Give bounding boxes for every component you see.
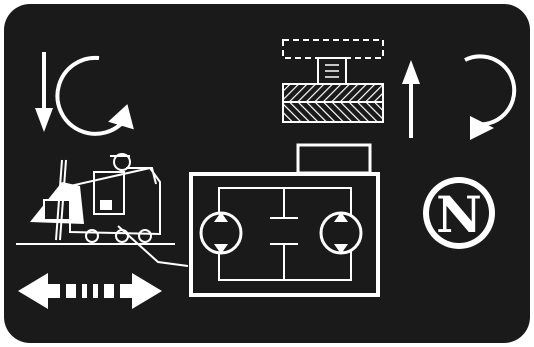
clockwise-rotation-icon: [464, 54, 517, 140]
up-arrow-icon: [402, 60, 420, 138]
neutral-badge-icon: N: [423, 177, 495, 249]
hydraulic-motor-icon: [199, 211, 243, 255]
forward-rotation-symbol: [402, 54, 517, 140]
neutral-badge-letter: N: [436, 185, 482, 244]
circuit-housing: [189, 172, 380, 297]
blade-mount-icon: [282, 39, 384, 175]
hydraulic-pump-icon: [319, 211, 363, 255]
counterclockwise-rotation-icon: [55, 55, 134, 136]
reverse-rotation-symbol: [35, 52, 134, 136]
hydraulic-circuit-diagram: [189, 172, 380, 297]
down-arrow-icon: [35, 52, 53, 132]
saw-machine-icon: [16, 153, 189, 267]
drive-direction-arrow-icon: [18, 273, 162, 309]
